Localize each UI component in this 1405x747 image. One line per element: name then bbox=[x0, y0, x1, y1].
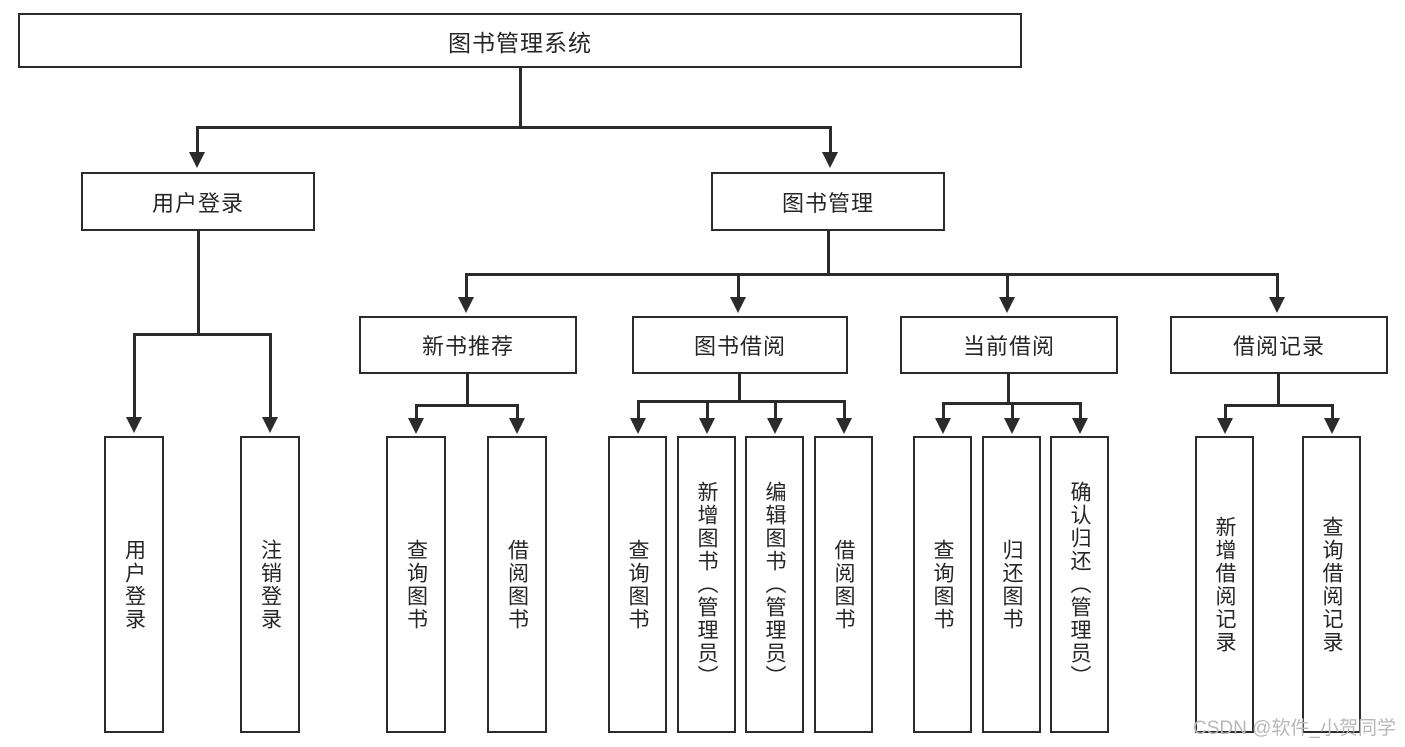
edge-bus-to-book-borrow bbox=[737, 273, 740, 299]
node-book-borrow[interactable]: 图书借阅 bbox=[632, 316, 848, 374]
arrowhead-book-borrow-leaf-2 bbox=[699, 418, 715, 434]
arrowhead-current-borrow bbox=[999, 297, 1015, 313]
node-label: 当前借阅 bbox=[962, 334, 1055, 359]
arrowhead-book-borrow-leaf-1 bbox=[630, 418, 646, 434]
edge-new-book-trunk bbox=[466, 374, 469, 406]
edge-bus-to-current-borrow bbox=[1006, 273, 1009, 299]
edge-borrow-record-trunk bbox=[1277, 374, 1280, 406]
arrowhead-user-login-leaf-1 bbox=[126, 417, 142, 433]
node-label: 新增借阅记录 bbox=[1213, 515, 1236, 654]
edge-root-bus bbox=[196, 126, 832, 129]
edge-new-book-bus bbox=[415, 404, 519, 407]
edge-user-login-to-leaf-2 bbox=[269, 333, 272, 419]
edge-user-login-trunk bbox=[197, 231, 200, 335]
arrowhead-book-borrow bbox=[730, 297, 746, 313]
node-label: 新增图书（管理员） bbox=[695, 481, 718, 688]
leaf-new-book-borrow-book[interactable]: 借阅图书 bbox=[487, 436, 547, 733]
leaf-user-login-logout[interactable]: 注销登录 bbox=[240, 436, 300, 733]
node-label: 用户登录 bbox=[151, 190, 244, 216]
arrowhead-borrow-record-leaf-1 bbox=[1217, 418, 1233, 434]
node-label: 查询图书 bbox=[931, 538, 954, 631]
node-label: 新书推荐 bbox=[421, 334, 514, 359]
node-label: 归还图书 bbox=[1000, 538, 1023, 631]
edge-book-borrow-to-leaf-1 bbox=[637, 400, 640, 420]
leaf-book-borrow-add-book-admin[interactable]: 新增图书（管理员） bbox=[677, 436, 736, 733]
node-root-system[interactable]: 图书管理系统 bbox=[18, 13, 1022, 68]
edge-new-book-to-leaf-1 bbox=[415, 404, 418, 420]
edge-book-borrow-to-leaf-4 bbox=[843, 400, 846, 420]
arrowhead-user-login bbox=[189, 152, 205, 168]
node-label: 图书管理 bbox=[781, 190, 874, 216]
node-user-login[interactable]: 用户登录 bbox=[81, 172, 315, 231]
leaf-book-borrow-edit-book-admin[interactable]: 编辑图书（管理员） bbox=[745, 436, 804, 733]
leaf-user-login-login[interactable]: 用户登录 bbox=[104, 436, 164, 733]
node-book-management[interactable]: 图书管理 bbox=[711, 172, 945, 231]
edge-current-borrow-trunk bbox=[1007, 374, 1010, 404]
node-label: 图书管理系统 bbox=[448, 29, 592, 56]
arrowhead-new-book-leaf-2 bbox=[509, 418, 525, 434]
node-label: 编辑图书（管理员） bbox=[763, 481, 786, 688]
arrowhead-new-book bbox=[458, 297, 474, 313]
leaf-new-book-query-book[interactable]: 查询图书 bbox=[386, 436, 446, 733]
node-label: 借阅图书 bbox=[832, 538, 855, 631]
arrowhead-current-borrow-leaf-2 bbox=[1004, 418, 1020, 434]
edge-root-to-book-manage bbox=[829, 126, 832, 154]
edge-bus-to-new-book bbox=[465, 273, 468, 299]
edge-borrow-record-to-leaf-1 bbox=[1224, 404, 1227, 420]
arrowhead-book-borrow-leaf-4 bbox=[836, 418, 852, 434]
node-label: 确认归还（管理员） bbox=[1068, 481, 1091, 688]
node-label: 借阅记录 bbox=[1232, 334, 1325, 359]
arrowhead-new-book-leaf-1 bbox=[408, 418, 424, 434]
edge-bus-to-borrow-record bbox=[1276, 273, 1279, 299]
edge-new-book-to-leaf-2 bbox=[516, 404, 519, 420]
arrowhead-user-login-leaf-2 bbox=[262, 417, 278, 433]
edge-borrow-record-to-leaf-2 bbox=[1331, 404, 1334, 420]
edge-user-login-to-leaf-1 bbox=[133, 333, 136, 419]
arrowhead-current-borrow-leaf-1 bbox=[935, 418, 951, 434]
edge-user-login-bus bbox=[133, 333, 269, 336]
node-label: 图书借阅 bbox=[693, 334, 786, 359]
leaf-borrow-record-query-record[interactable]: 查询借阅记录 bbox=[1302, 436, 1361, 733]
edge-root-trunk bbox=[519, 68, 522, 128]
arrowhead-borrow-record bbox=[1269, 297, 1285, 313]
leaf-book-borrow-borrow-book[interactable]: 借阅图书 bbox=[814, 436, 873, 733]
edge-book-borrow-bus bbox=[637, 400, 844, 403]
edge-book-borrow-to-leaf-3 bbox=[774, 400, 777, 420]
arrowhead-borrow-record-leaf-2 bbox=[1324, 418, 1340, 434]
leaf-book-borrow-query-book[interactable]: 查询图书 bbox=[608, 436, 667, 733]
edge-book-manage-trunk bbox=[827, 231, 830, 275]
arrowhead-current-borrow-leaf-3 bbox=[1072, 418, 1088, 434]
node-label: 用户登录 bbox=[122, 538, 146, 631]
edge-current-borrow-to-leaf-3 bbox=[1079, 402, 1082, 420]
node-new-book-recommend[interactable]: 新书推荐 bbox=[359, 316, 577, 374]
edge-book-borrow-trunk bbox=[738, 374, 741, 402]
node-label: 查询借阅记录 bbox=[1320, 515, 1343, 654]
arrowhead-book-manage bbox=[822, 152, 838, 168]
edge-borrow-record-bus bbox=[1224, 404, 1334, 407]
edge-book-borrow-to-leaf-2 bbox=[706, 400, 709, 420]
leaf-current-borrow-query-book[interactable]: 查询图书 bbox=[913, 436, 972, 733]
edge-current-borrow-to-leaf-1 bbox=[942, 402, 945, 420]
leaf-borrow-record-add-record[interactable]: 新增借阅记录 bbox=[1195, 436, 1254, 733]
leaf-current-borrow-confirm-return-admin[interactable]: 确认归还（管理员） bbox=[1050, 436, 1109, 733]
edge-root-to-user-login bbox=[196, 126, 199, 154]
node-borrow-record[interactable]: 借阅记录 bbox=[1170, 316, 1388, 374]
node-label: 查询图书 bbox=[404, 538, 428, 631]
leaf-current-borrow-return-book[interactable]: 归还图书 bbox=[982, 436, 1041, 733]
node-label: 借阅图书 bbox=[505, 538, 529, 631]
node-current-borrow[interactable]: 当前借阅 bbox=[900, 316, 1118, 374]
edge-current-borrow-to-leaf-2 bbox=[1011, 402, 1014, 420]
node-label: 注销登录 bbox=[258, 538, 282, 631]
node-label: 查询图书 bbox=[626, 538, 649, 631]
edge-book-manage-bus bbox=[465, 273, 1279, 276]
arrowhead-book-borrow-leaf-3 bbox=[767, 418, 783, 434]
